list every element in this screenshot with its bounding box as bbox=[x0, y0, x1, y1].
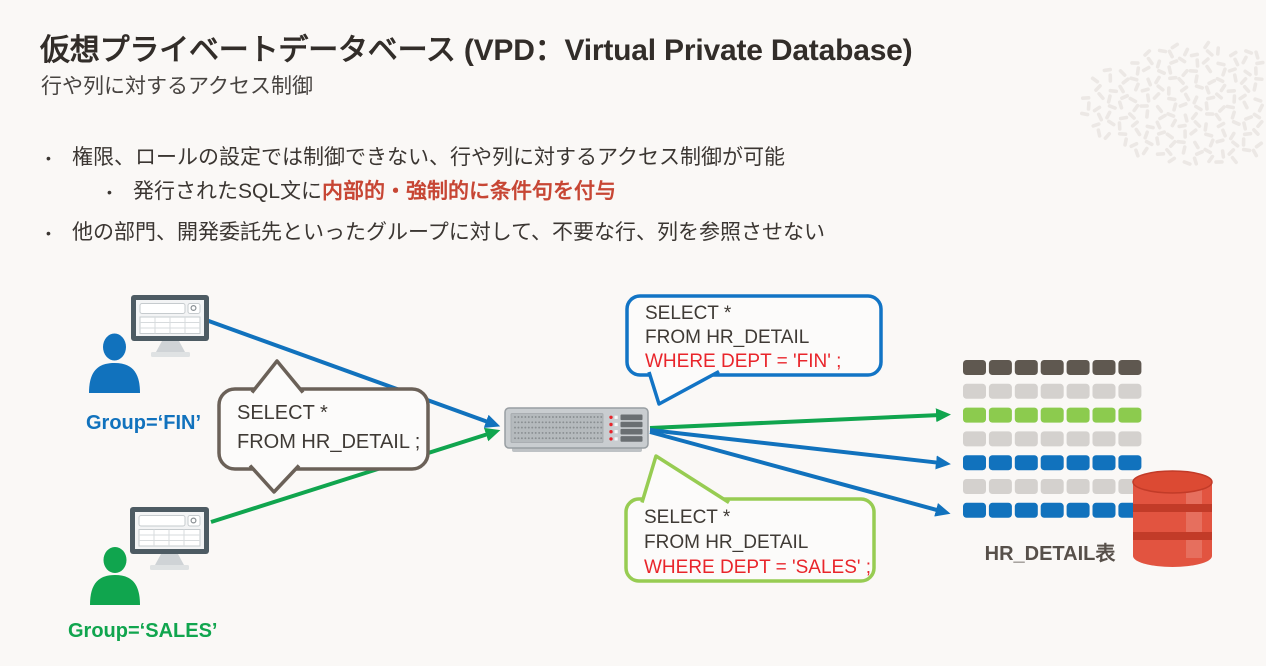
table-row-cell bbox=[963, 383, 986, 399]
bullet-dot: • bbox=[46, 150, 51, 166]
user-fin-icon bbox=[89, 333, 140, 393]
table-row-cell bbox=[1118, 407, 1142, 423]
table-row-cell bbox=[988, 407, 1012, 423]
bullet-dot: • bbox=[107, 184, 112, 200]
bullet-dot: • bbox=[46, 225, 51, 241]
table-row-cell bbox=[1092, 383, 1116, 399]
table-row-cell bbox=[963, 502, 986, 518]
table-row-cell bbox=[1014, 360, 1038, 375]
group-fin-label: Group=‘FIN’ bbox=[86, 412, 201, 434]
page-subtitle: 行や列に対するアクセス制御 bbox=[41, 75, 313, 98]
bullet-list: • 権限、ロールの設定では制御できない、行や列に対するアクセス制御が可能 • 発… bbox=[40, 144, 960, 253]
table-row-cell bbox=[1014, 407, 1038, 423]
search-icon bbox=[190, 305, 197, 312]
table-row-cell bbox=[1118, 455, 1142, 471]
table-row-cell bbox=[1092, 407, 1116, 423]
bullet-item-2: • 他の部門、開発委託先といったグループに対して、不要な行、列を参照させない bbox=[40, 219, 960, 247]
sales-result-bubble-shape bbox=[624, 454, 876, 583]
table-row-cell bbox=[1092, 479, 1116, 494]
bullet-highlight: 内部的・強制的に条件句を付与 bbox=[322, 180, 617, 203]
hr-table-label: HR_DETAIL表 bbox=[984, 543, 1116, 565]
result-arrows bbox=[649, 408, 951, 517]
table-row-cell bbox=[988, 479, 1012, 494]
table-row-cell bbox=[1092, 502, 1116, 518]
sales-query-line bbox=[210, 427, 501, 524]
hr-table-grid bbox=[963, 360, 1142, 518]
table-row-cell bbox=[963, 407, 986, 423]
table-row-cell bbox=[1118, 431, 1142, 447]
server-icon bbox=[504, 407, 649, 452]
table-row-cell bbox=[1066, 502, 1090, 518]
table-row-cell bbox=[1014, 431, 1038, 447]
server-drive-bays bbox=[609, 414, 643, 442]
table-row-cell bbox=[1040, 407, 1064, 423]
monitor-sales-icon bbox=[130, 507, 209, 570]
table-row-cell bbox=[1066, 407, 1090, 423]
sales-result-bubble-text: SELECT * FROM HR_DETAIL WHERE DEPT = 'SA… bbox=[644, 507, 872, 578]
table-row-cell bbox=[1092, 360, 1116, 375]
table-row-cell bbox=[1066, 360, 1090, 375]
decorative-grain-pattern bbox=[1080, 40, 1265, 166]
table-row-cell bbox=[1014, 479, 1038, 494]
table-row-cell bbox=[988, 431, 1012, 447]
monitor-fin-icon bbox=[131, 295, 209, 357]
bullet-text: 発行されたSQL文に内部的・強制的に条件句を付与 bbox=[133, 180, 617, 203]
bullet-text: 権限、ロールの設定では制御できない、行や列に対するアクセス制御が可能 bbox=[72, 146, 785, 169]
bullet-item-1a: • 発行されたSQL文に内部的・強制的に条件句を付与 bbox=[101, 178, 960, 206]
result-arrow-blue bbox=[649, 430, 951, 517]
database-icon bbox=[1132, 470, 1213, 567]
table-row-cell bbox=[1040, 502, 1064, 518]
query-lines bbox=[205, 318, 501, 524]
page-title: 仮想プライベートデータベース (VPD：Virtual Private Data… bbox=[40, 34, 913, 67]
table-row-cell bbox=[1066, 383, 1090, 399]
table-row-cell bbox=[1040, 383, 1064, 399]
table-row-cell bbox=[1040, 360, 1064, 375]
search-icon bbox=[190, 517, 197, 524]
table-row-cell bbox=[963, 455, 986, 471]
table-row-cell bbox=[988, 360, 1012, 375]
table-row-cell bbox=[988, 383, 1012, 399]
table-row-cell bbox=[1092, 455, 1116, 471]
result-arrow-green bbox=[649, 408, 951, 430]
table-row-cell bbox=[1118, 383, 1142, 399]
table-row-cell bbox=[988, 502, 1012, 518]
table-row-cell bbox=[963, 479, 986, 494]
fin-where-clause: WHERE DEPT = 'FIN' ; bbox=[645, 351, 842, 372]
table-row-cell bbox=[963, 431, 986, 447]
table-row-cell bbox=[1066, 431, 1090, 447]
table-row-cell bbox=[963, 360, 986, 375]
table-row-cell bbox=[988, 455, 1012, 471]
bullet-text: 他の部門、開発委託先といったグループに対して、不要な行、列を参照させない bbox=[72, 221, 826, 244]
fin-result-bubble-shape bbox=[625, 294, 883, 406]
table-row-cell bbox=[1040, 431, 1064, 447]
query-bubble-shape bbox=[217, 359, 430, 494]
table-row-cell bbox=[1118, 360, 1142, 375]
table-row-cell bbox=[1040, 479, 1064, 494]
fin-query-line bbox=[205, 318, 501, 428]
query-bubble-text: SELECT * FROM HR_DETAIL ; bbox=[237, 402, 421, 453]
bullet-item-1: • 権限、ロールの設定では制御できない、行や列に対するアクセス制御が可能 bbox=[40, 144, 960, 172]
fin-result-bubble-text: SELECT * FROM HR_DETAIL WHERE DEPT = 'FI… bbox=[645, 303, 842, 372]
table-row-cell bbox=[1014, 455, 1038, 471]
table-row-cell bbox=[1066, 479, 1090, 494]
user-sales-icon bbox=[90, 547, 140, 605]
group-sales-label: Group=‘SALES’ bbox=[68, 620, 218, 642]
table-row-cell bbox=[1014, 383, 1038, 399]
table-row-cell bbox=[1014, 502, 1038, 518]
server-vent-grid bbox=[514, 416, 603, 440]
table-row-cell bbox=[1066, 455, 1090, 471]
table-row-cell bbox=[1040, 455, 1064, 471]
table-row-cell bbox=[1092, 431, 1116, 447]
sales-where-clause: WHERE DEPT = 'SALES' ; bbox=[644, 557, 872, 578]
result-arrow-blue bbox=[649, 428, 951, 470]
